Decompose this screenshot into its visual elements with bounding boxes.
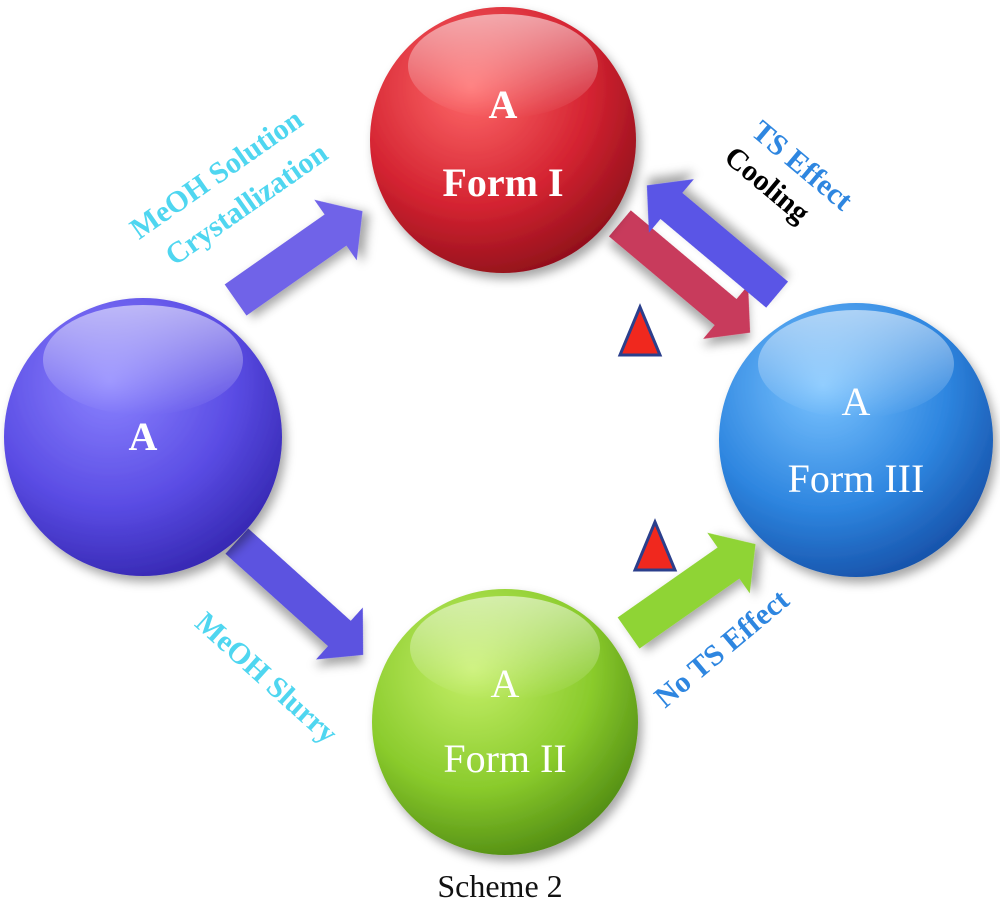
node-form1	[370, 7, 636, 273]
arrow-a-to-form1	[224, 199, 363, 316]
node-form2	[372, 589, 638, 855]
arrow-a-to-form2	[225, 528, 364, 660]
arrow-form3-to-form1	[646, 179, 789, 308]
node-form3-line1: A	[842, 379, 871, 424]
node-form2-line1: A	[491, 661, 520, 706]
node-a-label: A	[129, 414, 158, 459]
node-form1-line2: Form I	[442, 160, 563, 205]
heat-triangle-icon	[617, 303, 663, 357]
arrow-form1-to-form3	[608, 210, 751, 339]
heat-triangle-icon	[632, 518, 678, 572]
node-form1-line1: A	[489, 82, 518, 127]
node-form3	[719, 303, 993, 577]
node-form3-line2: Form III	[788, 456, 925, 501]
node-a	[4, 298, 282, 576]
node-form2-line2: Form II	[443, 736, 566, 781]
arrow-form2-to-form3	[617, 532, 756, 649]
scheme-caption: Scheme 2	[437, 868, 562, 904]
